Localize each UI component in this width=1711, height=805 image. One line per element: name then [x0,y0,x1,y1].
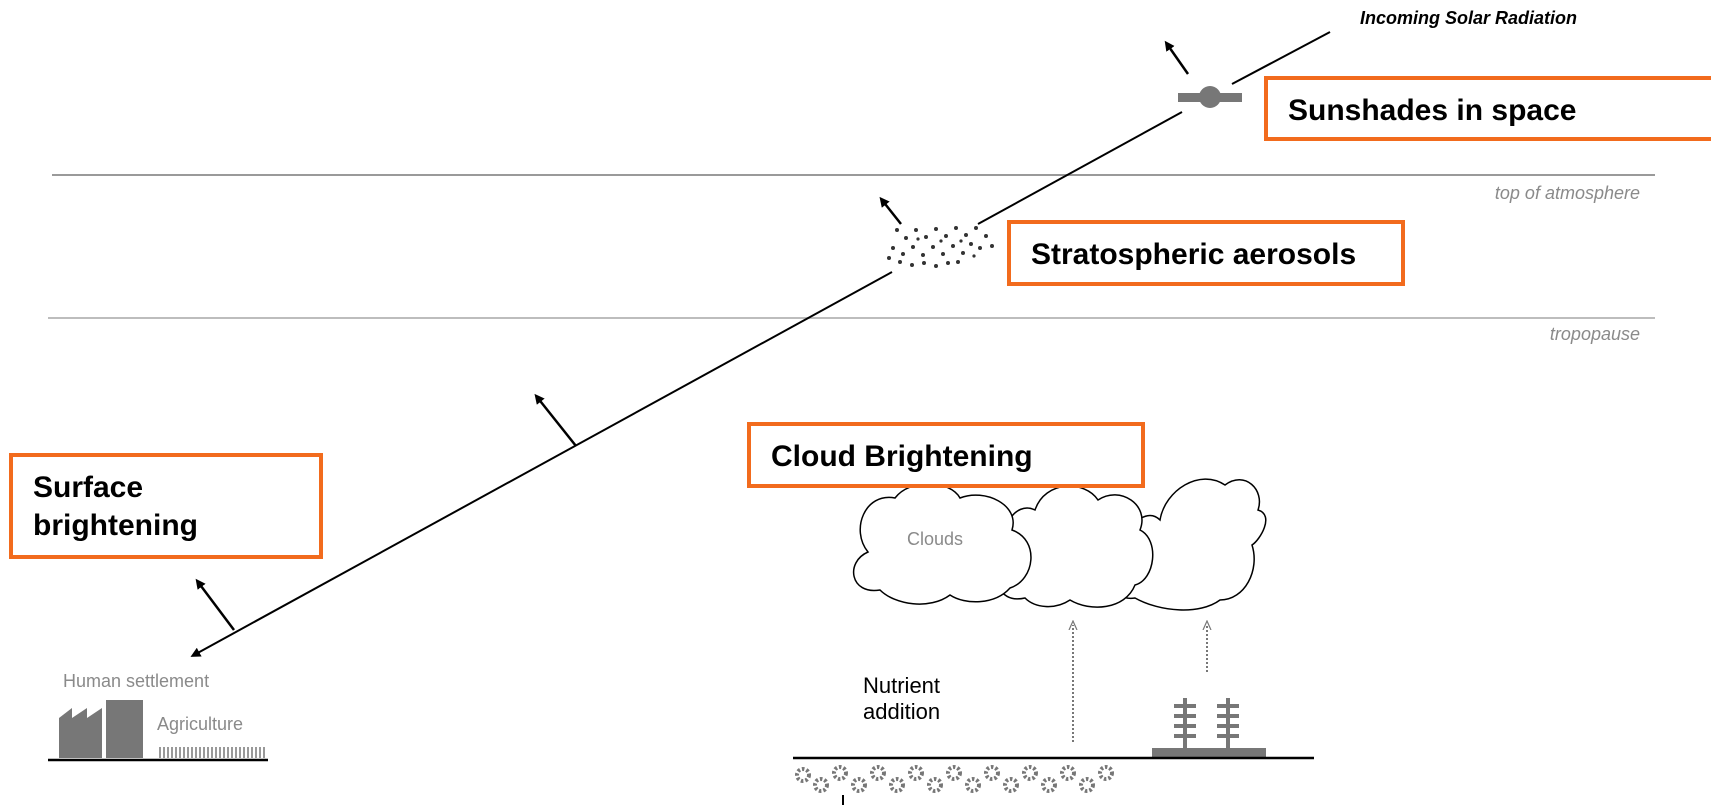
solar-ray-lower [190,271,893,657]
reflection-arrow-surface [195,578,235,631]
solar-ray-upper [1231,31,1331,85]
reflection-arrow-space [1164,40,1190,75]
incoming-solar-radiation-label: Incoming Solar Radiation [1360,8,1577,28]
cloud-brightening-label: Cloud Brightening [771,440,1033,473]
solar-ray-middle [977,111,1183,225]
human-settlement-label: Human settlement [63,671,209,691]
agriculture-rows-icon [159,747,265,758]
reflection-arrow-stratosphere [879,196,902,225]
agriculture-label: Agriculture [157,714,243,734]
sunshades-box: Sunshades in space [1264,76,1711,141]
sunshade-satellite-icon [1178,86,1242,108]
nutrient-label-line2: addition [863,699,940,724]
aerosol-particles-icon [887,226,994,268]
surface-brightening-box: Surface brightening [9,453,323,559]
factory-icon [59,700,143,758]
plankton-gears-icon [795,765,1114,793]
surface-brightening-label-line1: Surface [33,471,144,504]
spray-towers-icon [1152,698,1266,758]
cloud-brightening-box: Cloud Brightening [747,422,1145,488]
stratospheric-label: Stratospheric aerosols [1031,238,1357,271]
tropopause-label: tropopause [1550,324,1640,344]
clouds-icon [852,478,1267,611]
top-of-atmosphere-label: top of atmosphere [1495,183,1640,203]
nutrient-label-line1: Nutrient [863,673,940,698]
surface-brightening-label-line2: brightening [33,509,198,542]
sunshades-label: Sunshades in space [1288,94,1577,127]
reflection-arrow-mid [534,393,577,447]
clouds-label: Clouds [907,529,963,549]
stratospheric-box: Stratospheric aerosols [1007,220,1405,286]
